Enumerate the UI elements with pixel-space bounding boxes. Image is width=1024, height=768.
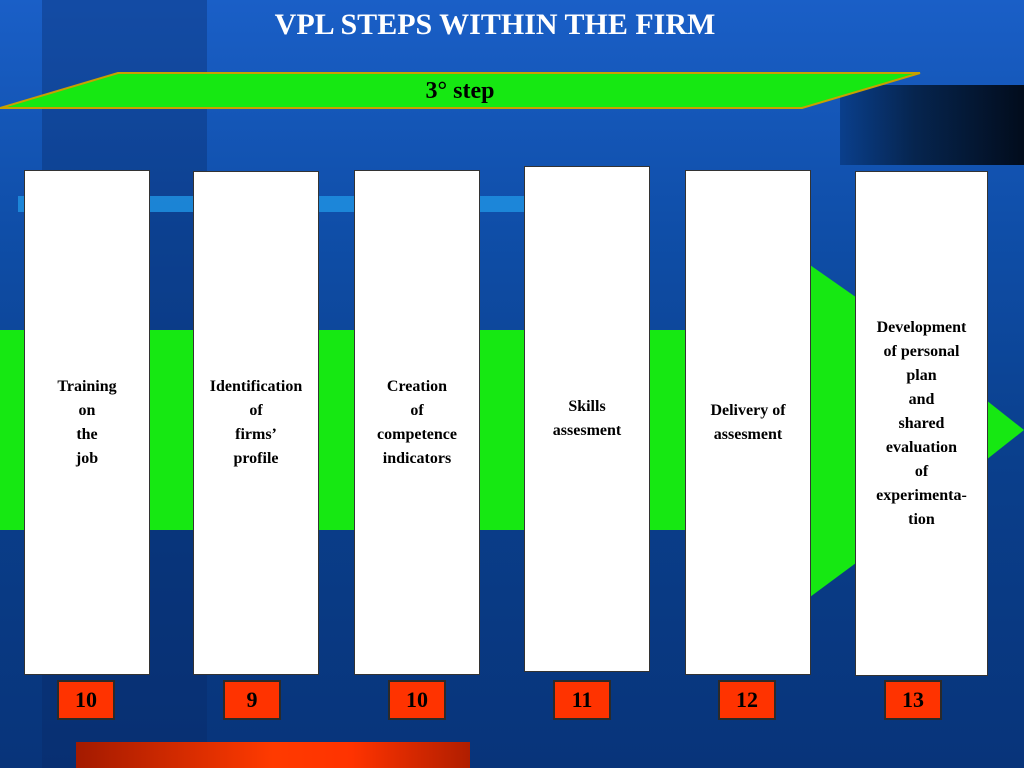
step-label: Creation of competence indicators [377, 377, 457, 467]
slide-title: VPL STEPS WITHIN THE FIRM [274, 8, 716, 41]
step-number-badge: 12 [718, 680, 776, 720]
step-label: Training on the job [57, 377, 117, 467]
step-box-training: Training on the job [24, 170, 150, 675]
step-box-skills: Skills assesment [524, 166, 650, 672]
step-label: Identification of firms’ profile [209, 378, 303, 467]
step-box-development: Development of personal plan and shared … [855, 171, 988, 676]
step-label: Skills assesment [552, 398, 622, 439]
step-number-badge: 10 [388, 680, 446, 720]
decorative-bottom-bar [76, 742, 470, 768]
step-box-delivery: Delivery of assesment [685, 170, 811, 675]
step-number-badge: 9 [223, 680, 281, 720]
step-box-creation: Creation of competence indicators [354, 170, 480, 675]
step-number-badge: 13 [884, 680, 942, 720]
step-label: Development of personal plan and shared … [876, 318, 967, 528]
step-number-badge: 10 [57, 680, 115, 720]
step-banner-label: 3° step [425, 78, 495, 104]
step-label: Delivery of assesment [710, 401, 786, 443]
step-number-badge: 11 [553, 680, 611, 720]
step-box-identification: Identification of firms’ profile [193, 171, 319, 675]
